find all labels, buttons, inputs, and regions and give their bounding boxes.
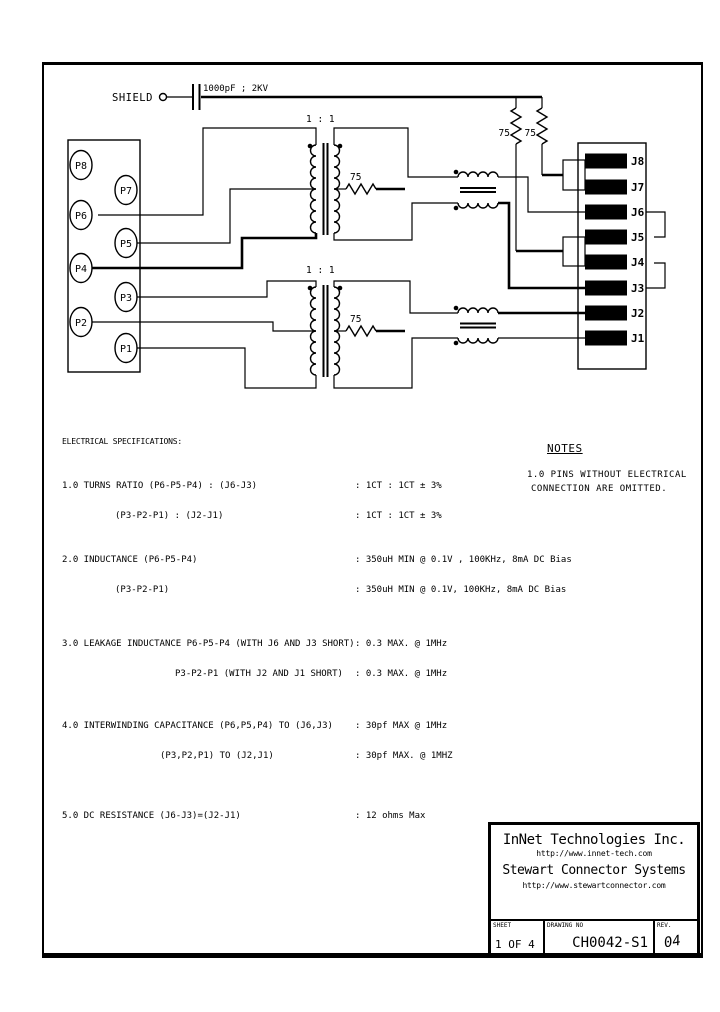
phase-dot-icon: [337, 285, 343, 291]
resistor-icon: [509, 107, 523, 145]
drawing-number-label: DRAWING NO: [547, 922, 584, 929]
pin-label: J3: [631, 282, 644, 295]
phase-dot-icon: [453, 340, 459, 346]
revision-label: REV.: [657, 922, 672, 929]
sheet-value: 1 OF 4: [495, 938, 535, 951]
j-connector: J8 J7 J6 J5 J4 J3 J2 J1: [562, 142, 666, 370]
schematic-drawing: SHIELD 1000pF ; 2KV 75 75 P8 P7 P6: [67, 84, 666, 389]
spec-label: (P3,P2,P1) TO (J2,J1): [160, 751, 274, 761]
pair-bracket: [562, 159, 586, 191]
pin-label: J8: [631, 155, 644, 168]
resistor-icon: [345, 182, 377, 196]
pin-label: J5: [631, 231, 644, 244]
resistor-value-label: 75: [499, 128, 510, 139]
p-connector: P8 P7 P6 P5 P4 P3 P2 P1: [67, 139, 141, 373]
spec-label: 5.0 DC RESISTANCE (J6-J3)=(J2-J1): [62, 811, 241, 821]
company-url: http://www.innet-tech.com: [536, 849, 652, 858]
spec-label: (P3-P2-P1): [115, 585, 170, 595]
sheet-label: SHEET: [493, 922, 512, 929]
division-url: http://www.stewartconnector.com: [522, 881, 666, 890]
spec-value: : 0.3 MAX. @ 1MHz: [355, 669, 448, 679]
division-name: Stewart Connector Systems: [502, 863, 686, 878]
spec-label: P3-P2-P1 (WITH J2 AND J1 SHORT): [175, 669, 343, 679]
pin-label: P6: [75, 211, 87, 222]
winding-icon: [457, 307, 499, 314]
resistor-icon: [535, 107, 549, 145]
pair-bracket: [562, 236, 586, 267]
pin-label: P4: [75, 264, 87, 275]
drawing-border: [42, 62, 703, 958]
spec-value: : 350uH MIN @ 0.1V , 100KHz, 8mA DC Bias: [355, 555, 572, 565]
pin-label: P5: [120, 239, 132, 250]
title-block-footer: SHEET 1 OF 4 DRAWING NO CH0042-S1 REV. 0…: [491, 919, 697, 953]
notes-heading: NOTES: [547, 442, 583, 455]
spec-label: (P3-P2-P1) : (J2-J1): [115, 511, 224, 521]
specs-heading: ELECTRICAL SPECIFICATIONS:: [62, 437, 183, 446]
pin-label: J7: [631, 181, 644, 194]
transformer-1: 1 : 1 75: [92, 114, 458, 270]
pin-label: P2: [75, 318, 87, 329]
stub-connection: [646, 211, 666, 238]
phase-dot-icon: [453, 305, 459, 311]
spec-label: 3.0 LEAKAGE INDUCTANCE P6-P5-P4 (WITH J6…: [62, 639, 355, 649]
spec-label: 2.0 INDUCTANCE (P6-P5-P4): [62, 555, 198, 565]
turns-ratio-label: 1 : 1: [306, 265, 335, 276]
drawing-number-cell: DRAWING NO CH0042-S1: [545, 921, 655, 953]
winding-icon: [457, 202, 499, 209]
choke-2: [453, 305, 585, 346]
pin-label: P7: [120, 186, 132, 197]
choke-1: [453, 169, 585, 290]
pin-label: P1: [120, 344, 132, 355]
pin-label: J1: [631, 332, 645, 345]
spec-value: : 1CT : 1CT ± 3%: [355, 511, 442, 521]
spec-value: : 1CT : 1CT ± 3%: [355, 481, 442, 491]
spec-value: : 0.3 MAX. @ 1MHz: [355, 639, 448, 649]
spec-label: 1.0 TURNS RATIO (P6-P5-P4) : (J6-J3): [62, 481, 258, 491]
stub-connection: [646, 262, 666, 289]
drawing-number-value: CH0042-S1: [572, 935, 648, 951]
pin-label: J6: [631, 206, 645, 219]
phase-dot-icon: [453, 205, 459, 211]
note-line: CONNECTION ARE OMITTED.: [531, 484, 668, 494]
phase-dot-icon: [337, 143, 343, 149]
resistor-value-label: 75: [350, 314, 361, 325]
spec-value: : 30pf MAX @ 1MHz: [355, 721, 448, 731]
shield-terminal-icon: [158, 92, 168, 102]
resistor-icon: [345, 324, 377, 338]
spec-value: : 350uH MIN @ 0.1V, 100KHz, 8mA DC Bias: [355, 585, 567, 595]
spec-label: 4.0 INTERWINDING CAPACITANCE (P6,P5,P4) …: [62, 721, 333, 731]
resistor-value-label: 75: [525, 128, 536, 139]
capacitor-value-label: 1000pF ; 2KV: [203, 84, 269, 94]
spec-value: : 30pf MAX. @ 1MHZ: [355, 751, 453, 761]
company-name: InNet Technologies Inc.: [502, 832, 686, 848]
pin-label: P8: [75, 161, 87, 172]
winding-icon: [457, 171, 499, 178]
title-block: InNet Technologies Inc. http://www.innet…: [488, 822, 700, 956]
pin-label: J4: [631, 256, 645, 269]
termination-resistors: 75 75: [499, 97, 563, 253]
pin-label: J2: [631, 307, 644, 320]
pin-label: P3: [120, 293, 132, 304]
phase-dot-icon: [307, 285, 313, 291]
spec-value: : 12 ohms Max: [355, 811, 426, 821]
note-line: 1.0 PINS WITHOUT ELECTRICAL: [527, 470, 687, 480]
transformer-2: 1 : 1 75: [92, 265, 458, 389]
sheet-cell: SHEET 1 OF 4: [491, 921, 545, 953]
revision-cell: REV. 04: [655, 921, 697, 953]
revision-value: 04: [662, 932, 683, 952]
shield-capacitor: SHIELD 1000pF ; 2KV: [112, 84, 542, 110]
phase-dot-icon: [453, 169, 459, 175]
turns-ratio-label: 1 : 1: [306, 114, 335, 125]
shield-label: SHIELD: [112, 92, 153, 104]
phase-dot-icon: [307, 143, 313, 149]
winding-icon: [457, 337, 499, 344]
resistor-value-label: 75: [350, 172, 361, 183]
